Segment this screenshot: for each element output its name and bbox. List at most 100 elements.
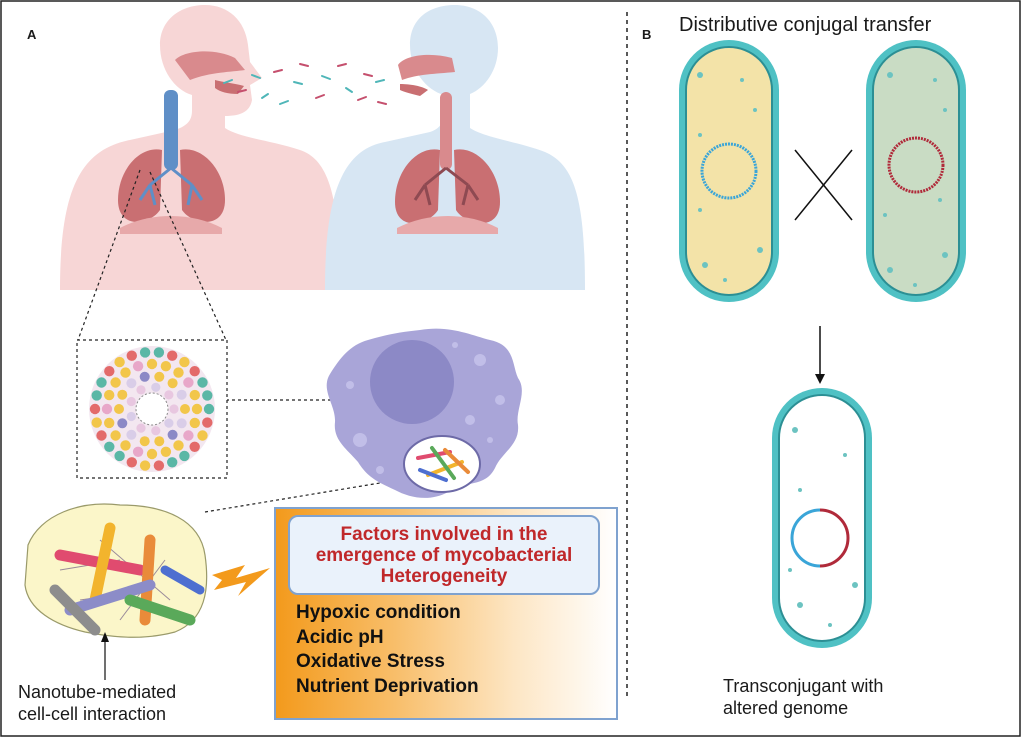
- granuloma-cell: [160, 446, 172, 457]
- granuloma-cell: [173, 367, 184, 378]
- granuloma-cell: [202, 390, 213, 401]
- granuloma-cell: [183, 430, 194, 441]
- factor-item: Acidic pH: [296, 626, 384, 648]
- macrophage-vesicles: [346, 342, 505, 474]
- granuloma-cell: [120, 440, 131, 451]
- granuloma-cell: [139, 371, 150, 382]
- granuloma-cell: [179, 450, 190, 462]
- transconjugant-label-line-1: Transconjugant with: [723, 676, 884, 696]
- granuloma-cell: [151, 426, 161, 436]
- granuloma-cell: [176, 418, 187, 429]
- granuloma-cell: [126, 411, 136, 422]
- transconjugant-label-line-2: altered genome: [723, 698, 849, 718]
- granuloma-cell: [114, 404, 124, 414]
- granuloma-cell: [89, 403, 101, 415]
- nanotube-arrowhead: [101, 632, 109, 642]
- macrophage-nucleus: [370, 340, 454, 424]
- granuloma-cell: [146, 358, 158, 370]
- blue-body: [325, 5, 585, 290]
- transconjugant-plasmid-red: [819, 508, 850, 568]
- granuloma-cell: [132, 361, 144, 372]
- pink-diaphragm: [120, 216, 222, 234]
- pink-mouth: [215, 80, 244, 94]
- granuloma-cell: [126, 378, 137, 389]
- factors-list: Hypoxic condition Acidic pH Oxidative St…: [296, 601, 479, 699]
- granuloma-cell: [101, 403, 113, 415]
- factors-title-line-3: Heterogeneity: [380, 565, 508, 587]
- donor-granules: [697, 72, 763, 282]
- blue-right-lung: [454, 149, 500, 224]
- blue-mouth: [400, 84, 428, 96]
- nanotube-label-line-1: Nanotube-mediated: [18, 682, 177, 702]
- granuloma-cell: [110, 377, 121, 388]
- granuloma-cell: [164, 418, 174, 428]
- granuloma-cell: [189, 366, 200, 377]
- granuloma-cell: [176, 389, 187, 400]
- granuloma-cell: [126, 429, 137, 440]
- granuloma-cell: [169, 404, 179, 414]
- transconjugant-cytoplasm: [778, 394, 866, 642]
- donor-bacterium: [679, 40, 779, 302]
- granuloma-cell: [180, 404, 190, 414]
- granuloma-cell: [189, 417, 200, 429]
- granuloma-cell: [114, 356, 125, 368]
- granuloma-cell: [126, 457, 137, 468]
- factor-item: Nutrient Deprivation: [296, 675, 479, 697]
- granuloma-cell: [183, 377, 194, 388]
- granuloma-cell: [120, 367, 131, 378]
- blue-nasal-cavity: [398, 54, 455, 80]
- granuloma-cell: [91, 417, 102, 428]
- pink-right-lung: [180, 149, 225, 222]
- infected-human-figure: [60, 5, 340, 290]
- factors-box: Factors involved in the emergence of myc…: [274, 507, 618, 720]
- healthy-human-figure: [325, 5, 585, 290]
- granuloma-cell: [173, 440, 184, 451]
- granuloma-cell: [136, 385, 146, 395]
- granuloma-cell: [202, 417, 213, 428]
- granuloma-cell: [151, 382, 161, 392]
- factor-item: Oxidative Stress: [296, 651, 445, 672]
- granuloma-cell: [96, 377, 107, 388]
- cross-symbol: [794, 149, 853, 221]
- granuloma-cell: [136, 423, 146, 433]
- transconjugant-plasmid-blue: [790, 508, 821, 568]
- factors-title-line-1: Factors involved in the: [340, 523, 548, 545]
- granuloma-cell: [189, 389, 200, 401]
- granuloma-cell: [167, 378, 178, 389]
- granuloma-cell: [104, 389, 115, 401]
- blue-bronchi: [413, 166, 480, 206]
- granuloma-cell: [117, 389, 128, 400]
- granuloma-cell: [91, 390, 102, 401]
- granuloma-cells: [89, 347, 215, 471]
- transconjugant-bacterium: [772, 388, 872, 648]
- transfer-arrowhead: [815, 374, 825, 384]
- phagosome-bacteria: [416, 446, 470, 482]
- nanotube-bacteria-cluster: [24, 503, 208, 680]
- granuloma-cell: [132, 446, 144, 457]
- pink-bronchi: [138, 166, 204, 206]
- zoom-lines: [77, 169, 411, 513]
- granuloma-cell: [104, 417, 115, 429]
- panel-a-letter: A: [27, 27, 37, 42]
- granuloma-cell: [154, 436, 165, 447]
- granuloma-cell: [167, 457, 178, 468]
- recipient-cytoplasm: [872, 46, 960, 296]
- blue-diaphragm: [397, 216, 498, 234]
- recipient-granules: [883, 72, 948, 287]
- granuloma-cell: [139, 436, 150, 447]
- granuloma-cell: [153, 347, 165, 358]
- granuloma-cell: [126, 396, 136, 407]
- nanotube-bacteria: [49, 522, 205, 636]
- granuloma-cell: [117, 418, 128, 429]
- granuloma-cell: [110, 430, 121, 441]
- factor-item: Hypoxic condition: [296, 602, 461, 623]
- factors-title-box: Factors involved in the emergence of myc…: [288, 515, 600, 595]
- granuloma-cell: [114, 450, 125, 462]
- granuloma-cell: [203, 403, 215, 415]
- granuloma-cell: [96, 430, 107, 441]
- granuloma-cell: [104, 441, 115, 452]
- granuloma-core: [135, 392, 169, 426]
